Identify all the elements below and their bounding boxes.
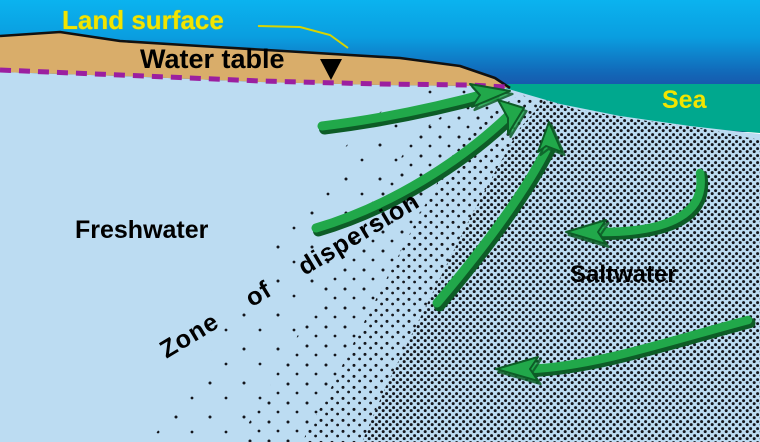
land-body xyxy=(0,32,510,88)
zone-word-gap-1 xyxy=(228,312,245,322)
saltwater-stipple-dense xyxy=(362,100,760,442)
sea-surface-band xyxy=(505,84,760,90)
saltwater-stipple-mid xyxy=(302,95,545,442)
zone-word-gap-2 xyxy=(280,280,297,290)
sea-water-body xyxy=(505,88,760,133)
label-water-table: Water table xyxy=(140,44,285,74)
land-surface-leader-line xyxy=(257,25,349,49)
label-freshwater: Freshwater xyxy=(75,216,209,244)
saltwater-upper-return-arrow xyxy=(565,168,709,249)
saltwater-stipple-fringe xyxy=(150,84,500,442)
interface-upwelling-arrow xyxy=(432,121,566,312)
saltwater-stipple-sparse xyxy=(238,90,520,442)
freshwater-lower-flow-arrow xyxy=(311,99,528,237)
freshwater-upper-flow-arrow xyxy=(317,83,514,135)
water-table-triangle-icon xyxy=(320,59,342,80)
saltwater-lower-intrusion-arrow xyxy=(495,315,756,386)
label-land-surface: Land surface xyxy=(62,5,224,35)
label-sea: Sea xyxy=(662,86,707,114)
label-saltwater: Saltwater xyxy=(570,261,677,288)
land-surface-outline xyxy=(0,30,511,90)
